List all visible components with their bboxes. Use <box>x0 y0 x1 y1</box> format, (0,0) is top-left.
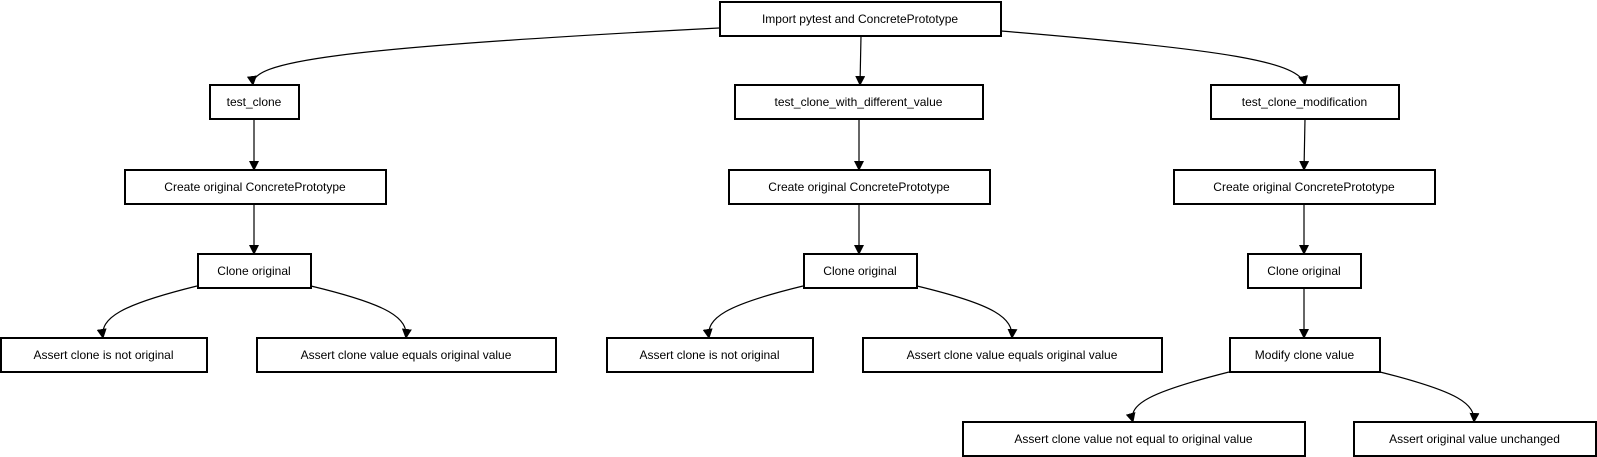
node-label: Create original ConcretePrototype <box>768 180 950 194</box>
node-box <box>209 84 300 120</box>
edge-m3-n3 <box>1125 371 1230 423</box>
node-box <box>197 253 312 289</box>
node-u3: Assert original value unchanged <box>1353 421 1597 457</box>
node-label: Assert clone value equals original value <box>301 348 512 362</box>
node-label: Assert clone is not original <box>33 348 173 362</box>
node-box <box>728 169 991 205</box>
node-box <box>719 1 1002 37</box>
node-b2: Assert clone value equals original value <box>862 337 1163 373</box>
node-label: Clone original <box>217 264 290 278</box>
node-box <box>1210 84 1400 120</box>
node-k1: Clone original <box>197 253 312 289</box>
node-b1: Assert clone value equals original value <box>256 337 557 373</box>
edge-root-t1 <box>246 27 720 86</box>
node-box <box>803 253 918 289</box>
node-label: Create original ConcretePrototype <box>1213 180 1395 194</box>
node-label: Clone original <box>1267 264 1340 278</box>
node-k2: Clone original <box>803 253 918 289</box>
node-box <box>1247 253 1362 289</box>
node-box <box>606 337 814 373</box>
node-root: Import pytest and ConcretePrototype <box>719 1 1002 37</box>
node-a1: Assert clone is not original <box>0 337 208 373</box>
node-c3: Create original ConcretePrototype <box>1173 169 1436 205</box>
edge-t3-c3 <box>1299 118 1310 171</box>
node-label: Create original ConcretePrototype <box>164 180 346 194</box>
node-m3: Modify clone value <box>1229 337 1381 373</box>
node-box <box>256 337 557 373</box>
node-label: Assert clone value equals original value <box>907 348 1118 362</box>
edge-k1-b1 <box>310 285 412 339</box>
edges-layer <box>96 27 1480 423</box>
node-label: Modify clone value <box>1255 348 1355 362</box>
node-c1: Create original ConcretePrototype <box>124 169 387 205</box>
node-label: Assert clone is not original <box>639 348 779 362</box>
node-label: test_clone_modification <box>1242 95 1367 109</box>
node-label: test_clone_with_different_value <box>775 95 943 109</box>
node-box <box>1229 337 1381 373</box>
node-n3: Assert clone value not equal to original… <box>962 421 1306 457</box>
node-c2: Create original ConcretePrototype <box>728 169 991 205</box>
node-box <box>734 84 984 120</box>
edge-k2-b2 <box>916 285 1018 339</box>
edge-k2-a2 <box>702 285 804 339</box>
edge-k1-a1 <box>96 285 198 339</box>
node-box <box>862 337 1163 373</box>
node-label: test_clone <box>227 95 282 109</box>
node-a2: Assert clone is not original <box>606 337 814 373</box>
node-label: Assert original value unchanged <box>1389 432 1560 446</box>
edge-root-t3 <box>1000 30 1308 86</box>
node-box <box>0 337 208 373</box>
node-k3: Clone original <box>1247 253 1362 289</box>
node-box <box>1173 169 1436 205</box>
node-box <box>1353 421 1597 457</box>
node-box <box>124 169 387 205</box>
node-label: Clone original <box>823 264 896 278</box>
node-t3: test_clone_modification <box>1210 84 1400 120</box>
node-t2: test_clone_with_different_value <box>734 84 984 120</box>
edge-m3-u3 <box>1379 371 1480 423</box>
node-box <box>962 421 1306 457</box>
node-label: Assert clone value not equal to original… <box>1014 432 1252 446</box>
node-t1: test_clone <box>209 84 300 120</box>
node-label: Import pytest and ConcretePrototype <box>762 12 958 26</box>
edge-root-t2 <box>855 35 866 86</box>
